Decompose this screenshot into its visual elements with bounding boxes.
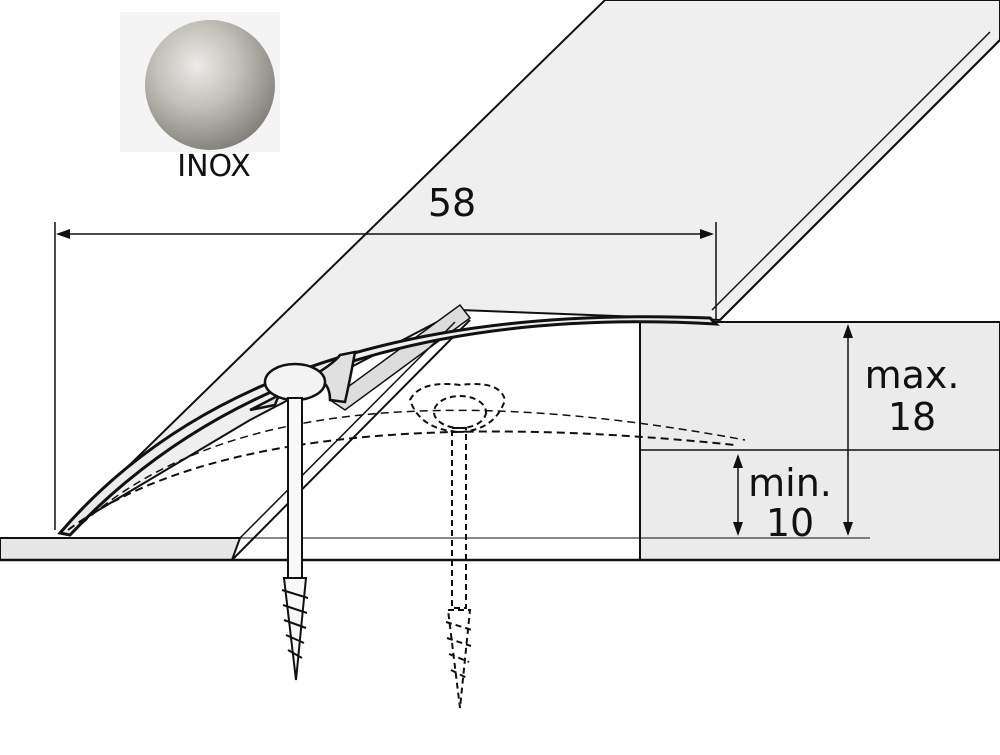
min-label: min.	[748, 461, 832, 505]
screw-solid	[263, 362, 327, 681]
max-label: max.	[865, 353, 960, 397]
finish-label: INOX	[177, 149, 251, 184]
dashed-screw-shank	[451, 427, 467, 609]
max-arrow-bottom	[843, 522, 853, 536]
min-height-dimension: min. 10	[733, 454, 832, 545]
dashed-clip	[408, 383, 507, 434]
min-position-arch-inner	[71, 409, 746, 534]
screw-shank	[287, 397, 303, 579]
width-arrow-right	[700, 229, 714, 239]
max-value: 18	[888, 395, 936, 439]
width-dimension: 58	[54, 181, 717, 530]
dashed-screw-tip	[446, 609, 472, 709]
left-floor-edge	[231, 319, 471, 561]
width-arrow-left	[56, 229, 70, 239]
finish-swatch: INOX	[120, 12, 280, 184]
profile-edge-line-inner	[711, 31, 991, 311]
min-arrow-bottom	[733, 522, 743, 536]
screw-dashed	[408, 383, 507, 709]
profile-strip	[59, 0, 1000, 534]
left-floor-edge-inner	[239, 321, 456, 539]
left-floor-slab	[0, 537, 242, 561]
screw-thread	[281, 577, 309, 681]
min-position-arch	[67, 430, 736, 531]
profile-arch	[57, 315, 720, 537]
inox-swatch-circle	[145, 20, 275, 150]
width-value: 58	[428, 181, 476, 225]
max-height-dimension: max. 18	[843, 324, 959, 536]
profile-edge-line	[719, 39, 1000, 321]
screw-head	[263, 362, 327, 402]
dashed-screw-head	[433, 395, 487, 429]
max-arrow-top	[843, 324, 853, 338]
min-value: 10	[766, 501, 814, 545]
min-arrow-top	[733, 454, 743, 468]
